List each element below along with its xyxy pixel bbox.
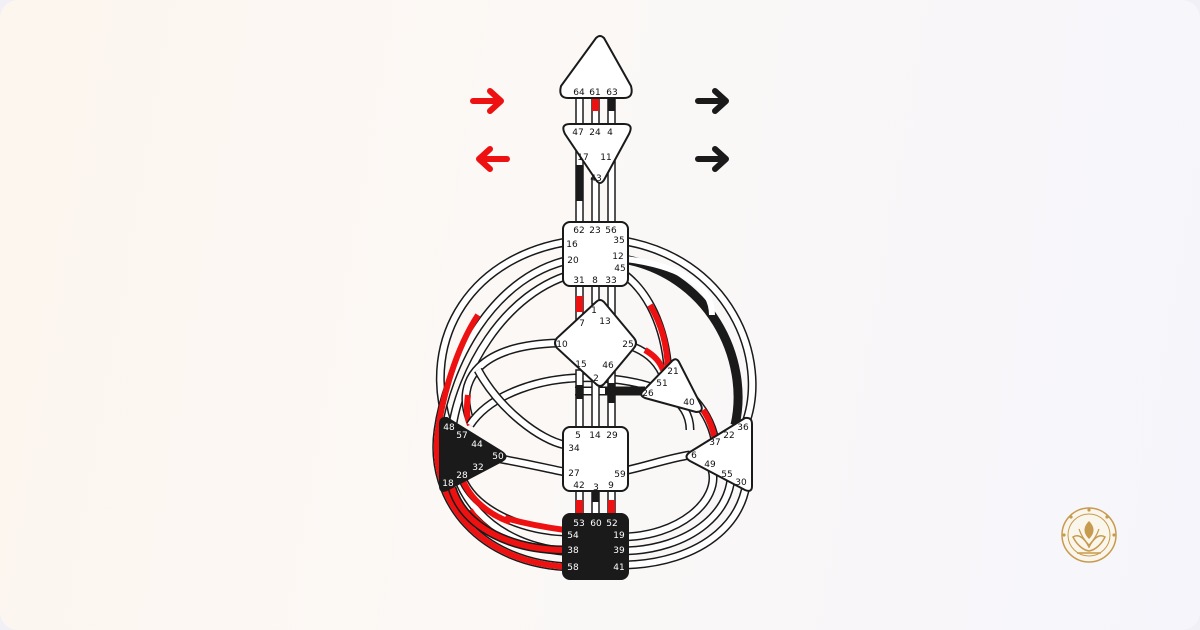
gate-label: 21 (667, 367, 678, 377)
gate-label: 37 (709, 438, 720, 448)
gate-label: 10 (556, 340, 568, 350)
gate-label: 2 (593, 374, 599, 384)
gate-label: 13 (599, 317, 610, 327)
gate-label: 8 (592, 276, 598, 286)
center-solar (685, 416, 753, 492)
gate-label: 54 (567, 531, 579, 541)
gate-label: 47 (572, 128, 583, 138)
gate-label: 27 (568, 469, 579, 479)
gate-label: 26 (642, 389, 654, 399)
gate-label: 1 (591, 306, 597, 316)
gate-label: 6 (691, 451, 697, 461)
lotus-flame-icon (1061, 507, 1117, 563)
gate-label: 62 (573, 226, 584, 236)
gate-label: 11 (600, 153, 611, 163)
gate-label: 53 (573, 519, 584, 529)
gate-label: 22 (723, 431, 734, 441)
gate-label: 43 (590, 174, 601, 184)
gate-label: 49 (704, 460, 716, 470)
gate-label: 45 (614, 264, 625, 274)
gate-label: 61 (589, 88, 600, 98)
gate-label: 34 (568, 444, 580, 454)
arrow-top-right (695, 88, 729, 114)
gate-label: 24 (589, 128, 601, 138)
gate-label: 41 (613, 563, 624, 573)
gate-label: 16 (566, 240, 578, 250)
gate-label: 63 (606, 88, 617, 98)
center-throat (562, 221, 629, 287)
center-spleen (439, 416, 507, 492)
gate-label: 38 (567, 546, 579, 556)
gate-label: 52 (606, 519, 617, 529)
arrow-bottom-right (695, 146, 729, 172)
gate-label: 39 (613, 546, 625, 556)
gate-label: 55 (721, 470, 732, 480)
gate-label: 12 (612, 252, 623, 262)
gate-label: 3 (593, 483, 599, 493)
center-sacral (562, 426, 629, 492)
gate-label: 58 (567, 563, 579, 573)
gate-label: 50 (492, 452, 504, 462)
gate-label: 56 (605, 226, 617, 236)
gate-label: 25 (622, 340, 633, 350)
center-g (554, 299, 637, 387)
gate-label: 48 (443, 423, 455, 433)
gate-label: 7 (579, 319, 585, 329)
center-ego (640, 358, 703, 414)
gate-label: 28 (456, 471, 468, 481)
gate-label: 59 (614, 470, 626, 480)
center-ajna (562, 123, 632, 184)
arrow-bottom-left (476, 146, 510, 172)
gate-label: 30 (735, 478, 747, 488)
gate-label: 51 (656, 379, 667, 389)
gate-label: 42 (573, 481, 584, 491)
gate-label: 33 (605, 276, 616, 286)
gate-label: 31 (573, 276, 584, 286)
gate-label: 29 (606, 431, 618, 441)
gate-label: 23 (589, 226, 600, 236)
gate-label: 20 (567, 256, 579, 266)
gate-label: 40 (683, 398, 695, 408)
gate-label: 5 (575, 431, 581, 441)
gate-label: 17 (577, 153, 588, 163)
gate-label: 46 (602, 361, 614, 371)
gate-label: 32 (472, 463, 483, 473)
gate-label: 18 (442, 479, 454, 489)
center-head (559, 35, 633, 99)
gate-label: 15 (575, 360, 586, 370)
gate-label: 57 (456, 431, 467, 441)
gate-labels: 64 61 63 47 24 4 17 11 43 62 23 56 16 35… (442, 88, 749, 573)
gate-label: 64 (573, 88, 585, 98)
gate-label: 44 (471, 440, 483, 450)
gate-label: 4 (607, 128, 613, 138)
arrow-top-left (470, 88, 504, 114)
gate-label: 9 (608, 481, 614, 491)
gate-label: 14 (589, 431, 601, 441)
gate-label: 60 (590, 519, 602, 529)
gate-label: 19 (613, 531, 625, 541)
gate-label: 36 (737, 423, 749, 433)
gate-label: 35 (613, 236, 624, 246)
center-root (562, 513, 629, 580)
